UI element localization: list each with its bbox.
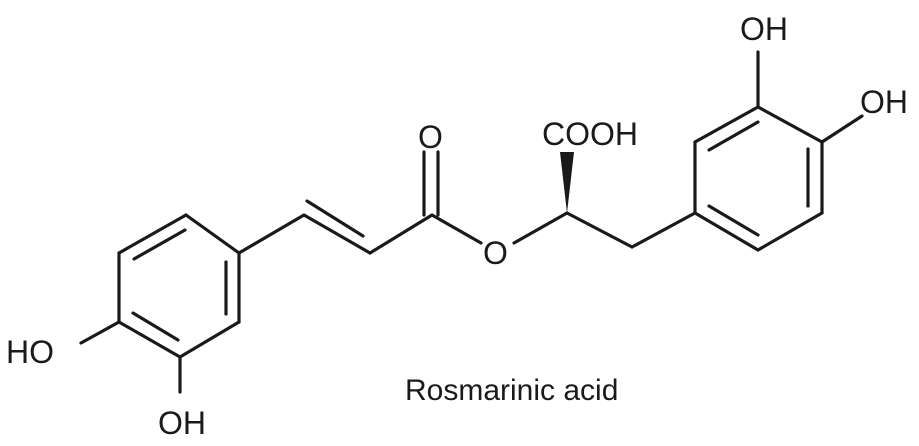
carboxyl-group-label: COOH (542, 116, 638, 152)
ester-bond-1 (430, 213, 483, 245)
ester-oxygen-label: O (483, 235, 508, 271)
chiral-to-ch2-bond (565, 211, 634, 249)
left-para-oh-bond (79, 320, 121, 345)
ester-bond-2 (512, 211, 569, 245)
compound-name: Rosmarinic acid (405, 374, 618, 407)
right-para-oh-label: OH (860, 84, 908, 120)
stereo-wedge (560, 152, 574, 213)
right-benzene-ring (693, 105, 824, 252)
trans-alkene-chain (237, 199, 434, 255)
ch2-to-ring-bond (630, 211, 697, 249)
left-para-oh-label: HO (6, 334, 54, 370)
carbonyl-oxygen-label: O (418, 119, 443, 155)
right-para-oh-bond (820, 114, 864, 144)
right-meta-oh-label: OH (740, 11, 788, 47)
left-benzene-ring (117, 213, 241, 359)
left-meta-oh-label: OH (158, 405, 206, 441)
